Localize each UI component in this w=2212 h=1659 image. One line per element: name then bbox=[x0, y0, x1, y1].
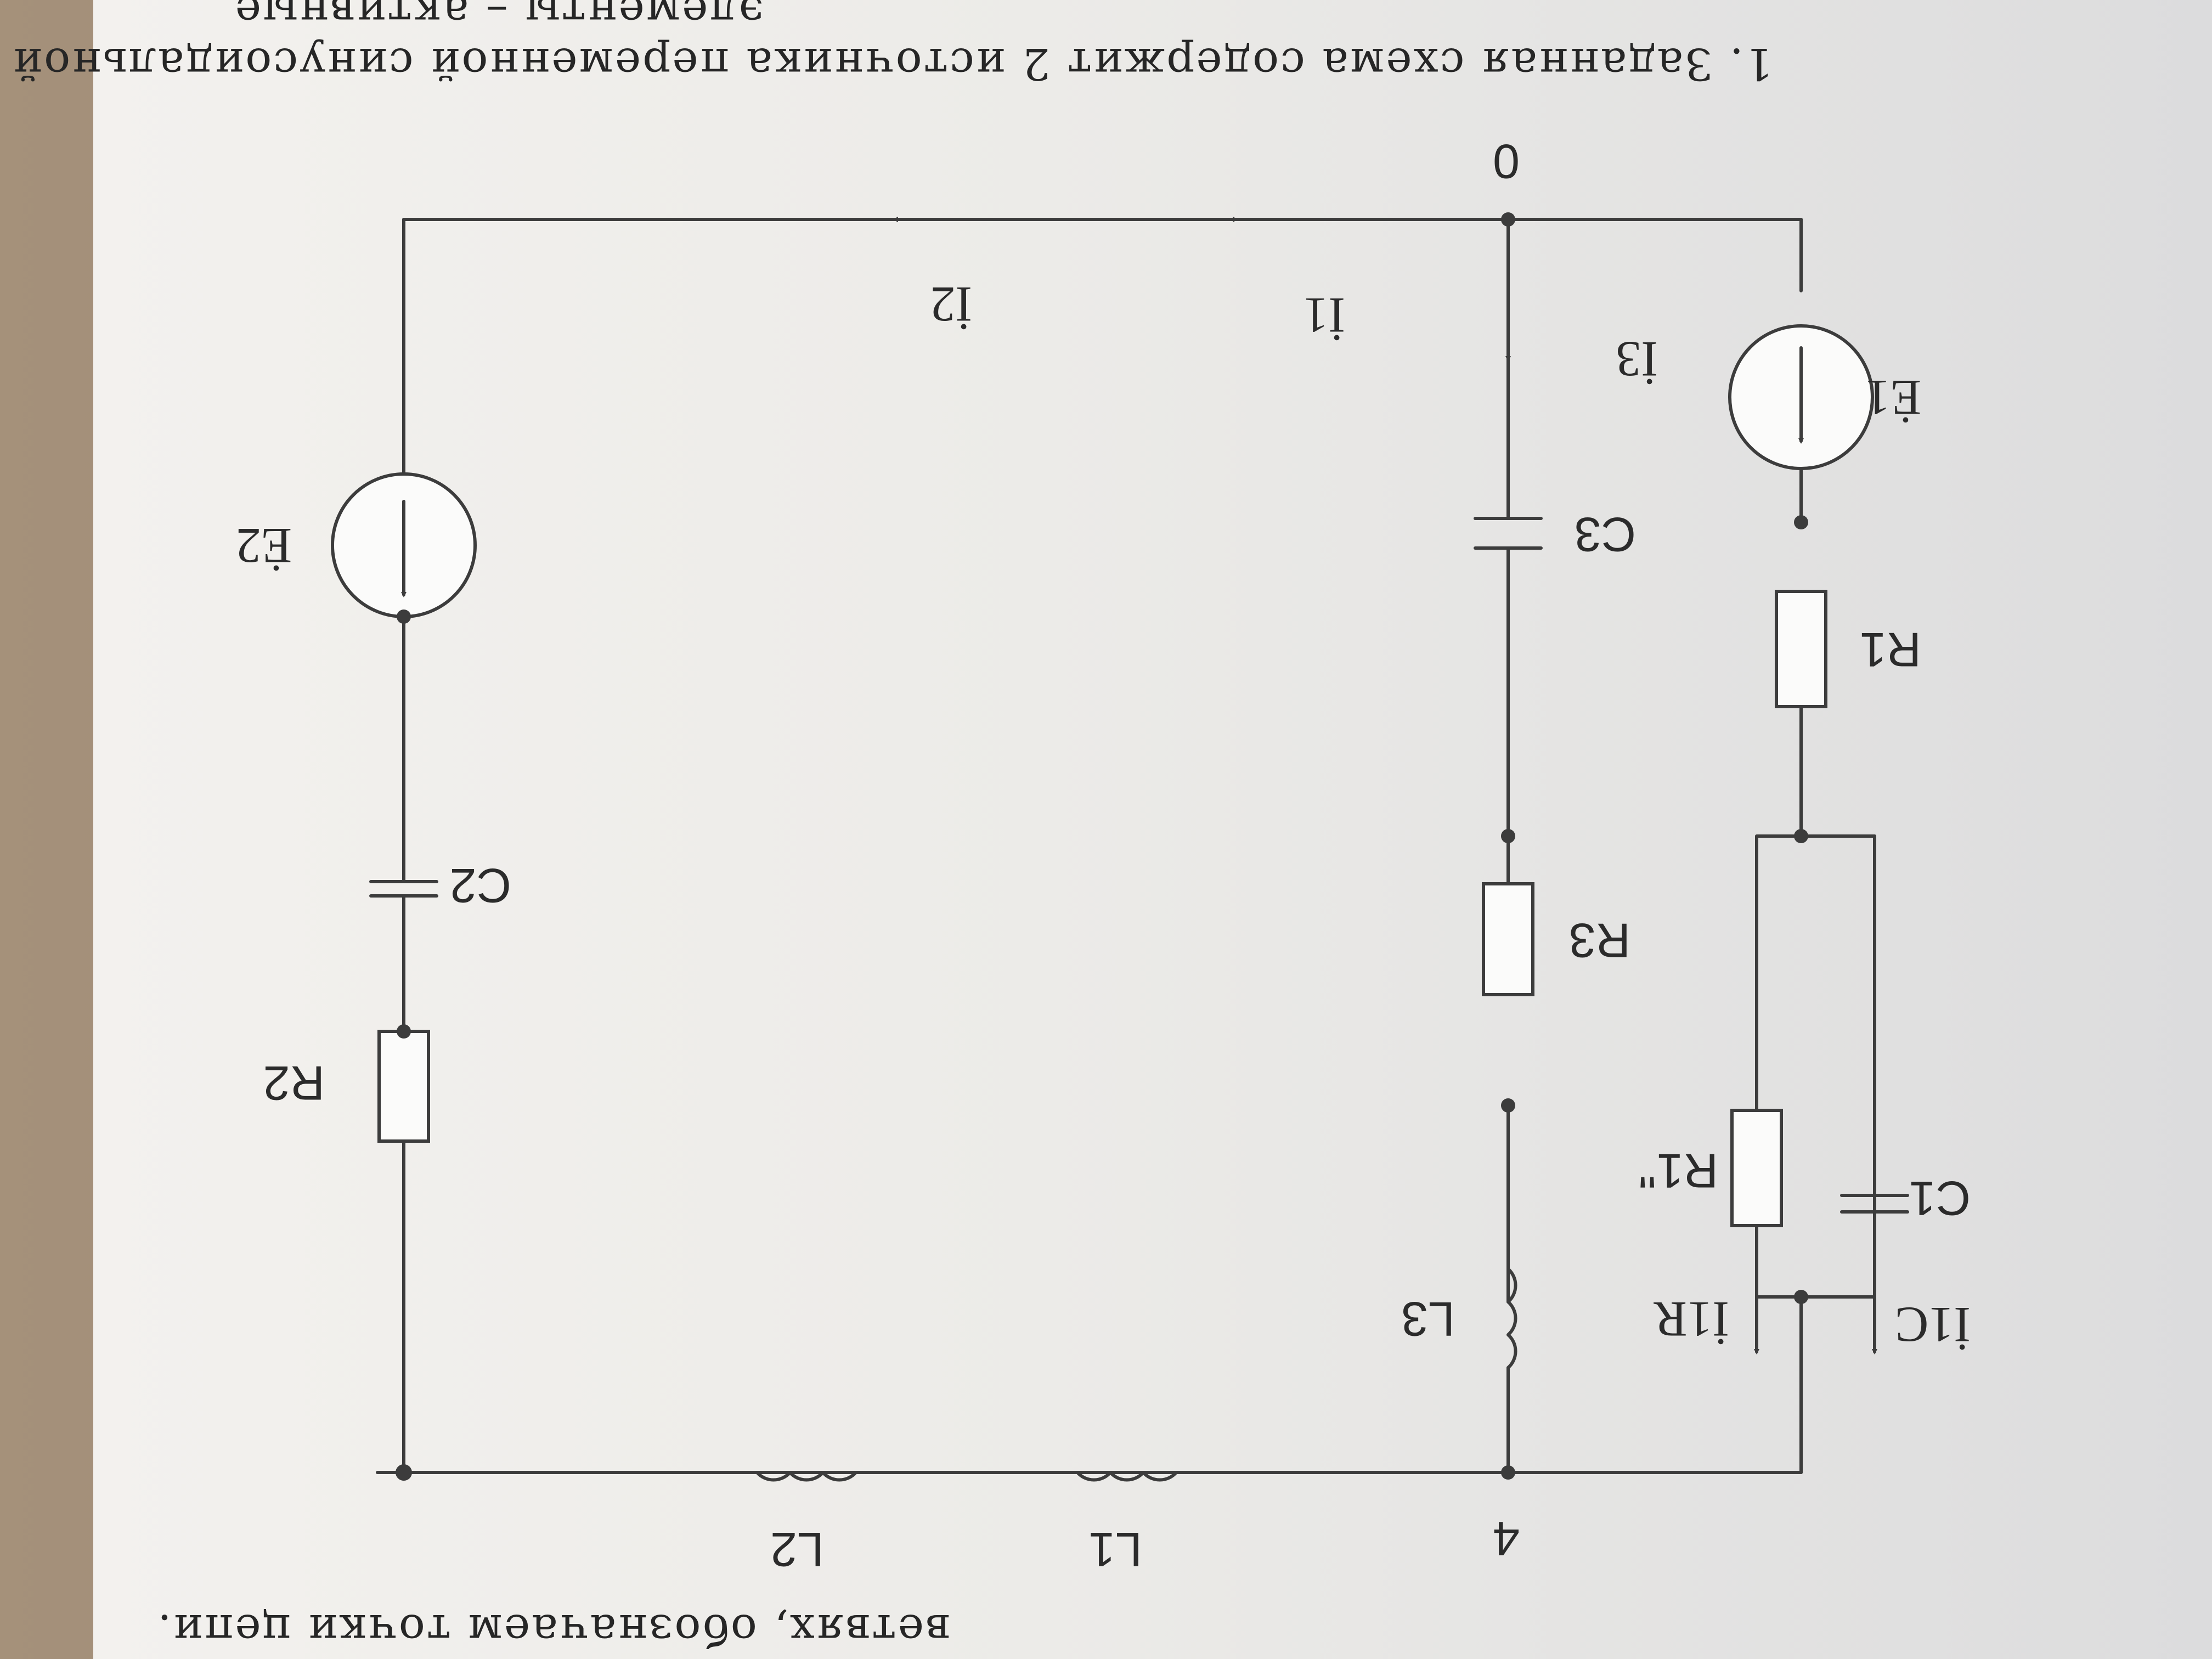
resistor-r3 bbox=[1482, 882, 1534, 996]
label-i1r: İ1R bbox=[1653, 1291, 1729, 1347]
junction-left-bottom bbox=[1794, 1290, 1808, 1304]
label-i3: İ3 bbox=[1616, 331, 1658, 387]
inductor-l1 bbox=[1076, 1471, 1178, 1482]
label-i2: İ2 bbox=[930, 276, 972, 332]
footer-text: ветвях, обозначаем точки цепи. bbox=[156, 1605, 950, 1656]
heading-top-cut: элементы – активные bbox=[234, 0, 764, 37]
wire-parallel bbox=[1799, 834, 1876, 1474]
label-i1c: İ1C bbox=[1895, 1297, 1971, 1353]
junction-left-top bbox=[1794, 829, 1808, 843]
junction-mid-a bbox=[1501, 1098, 1515, 1113]
label-l3: L3 bbox=[1401, 1292, 1455, 1346]
label-node-4: 4 bbox=[1493, 1511, 1520, 1566]
inductor-l2 bbox=[755, 1471, 857, 1482]
resistor-r2 bbox=[377, 1030, 430, 1143]
inductor-l3 bbox=[1506, 1267, 1517, 1369]
label-l1: L1 bbox=[1088, 1522, 1142, 1577]
label-r3: R3 bbox=[1569, 913, 1631, 968]
label-r1: R1 bbox=[1860, 623, 1922, 677]
resistor-r1 bbox=[1775, 590, 1827, 708]
corner-right-bottom bbox=[396, 1464, 412, 1481]
label-r1pp: R1'' bbox=[1638, 1144, 1718, 1198]
label-e1: Ė1 bbox=[1865, 370, 1921, 426]
wire-parallel-2 bbox=[1755, 834, 1803, 1299]
heading-top: 1. Заданная схема содержит 2 источника п… bbox=[0, 38, 1773, 89]
junction-e1-r1 bbox=[1794, 515, 1808, 529]
label-c2: C2 bbox=[450, 859, 512, 913]
junction-mid-b bbox=[1501, 829, 1515, 843]
node-4-dot bbox=[1501, 1465, 1515, 1480]
label-i1: İ1 bbox=[1303, 287, 1345, 343]
label-l2: L2 bbox=[770, 1522, 824, 1577]
label-node-0: 0 bbox=[1493, 134, 1520, 189]
junction-right-a bbox=[397, 1024, 411, 1039]
resistor-r1pp bbox=[1730, 1109, 1783, 1227]
label-c3: C3 bbox=[1575, 507, 1637, 562]
paper-page bbox=[93, 0, 2212, 1659]
label-r2: R2 bbox=[263, 1056, 325, 1110]
label-c1: C1 bbox=[1909, 1171, 1971, 1226]
node-0-dot bbox=[1501, 212, 1515, 227]
junction-right-b bbox=[397, 610, 411, 624]
rotated-content: 1. Заданная схема содержит 2 источника п… bbox=[0, 0, 1971, 1656]
label-e2: Ė2 bbox=[236, 518, 292, 574]
